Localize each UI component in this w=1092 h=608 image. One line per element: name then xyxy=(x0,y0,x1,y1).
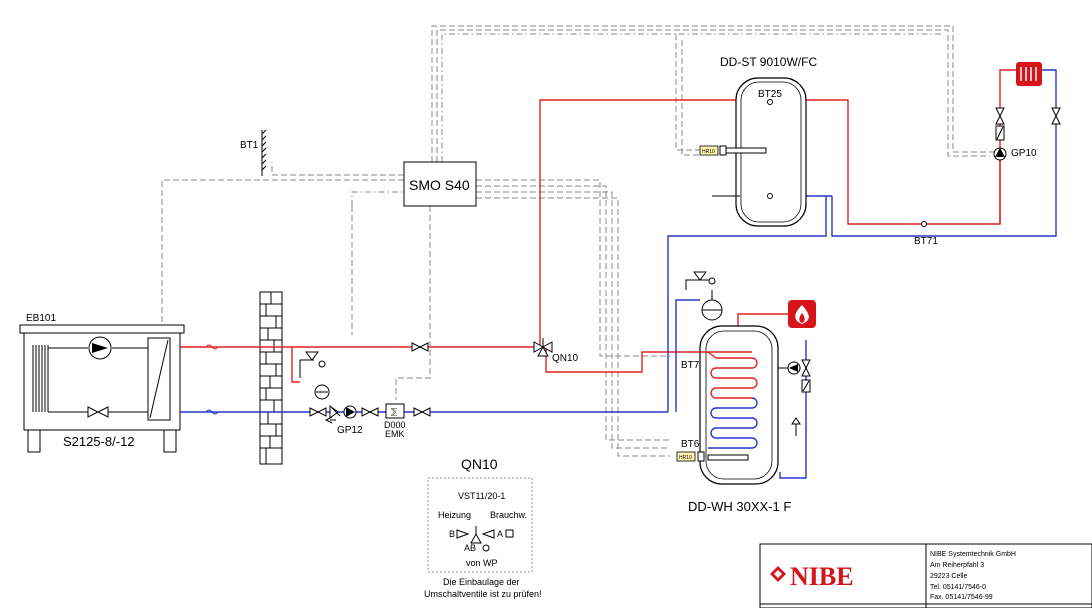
bt71-label: BT71 xyxy=(914,236,938,247)
filter-return xyxy=(329,405,341,419)
company-city: 29223 Celle xyxy=(930,573,967,580)
flame-icon xyxy=(788,300,816,328)
radiator xyxy=(1016,62,1042,86)
gp12-label: GP12 xyxy=(337,425,363,436)
heat-pump-id: EB101 xyxy=(26,313,56,324)
bt1-label: BT1 xyxy=(240,140,259,151)
legend-port-ab: AB xyxy=(464,543,476,553)
pump-gp12[interactable]: GP12 xyxy=(324,405,363,436)
legend-valve: VST11/20-1 xyxy=(458,491,505,501)
bt7-label: BT7 xyxy=(681,360,700,371)
heat-pump-model: S2125-8/-12 xyxy=(63,434,135,449)
valve-circulation xyxy=(801,359,811,393)
valve-supply-line xyxy=(411,342,429,352)
sensor-bt71: BT71 xyxy=(914,221,938,247)
legend-port-a: A xyxy=(497,529,503,539)
heat-pump[interactable]: EB101 S2125-8/-12 xyxy=(19,313,185,453)
company-fax: Fax. 05141/7546-99 xyxy=(930,594,993,601)
signal-wires xyxy=(161,25,1000,457)
company-street: Am Reiherpfahl 3 xyxy=(930,562,984,569)
legend-port-b: B xyxy=(449,529,455,539)
flex-hoses xyxy=(205,344,219,415)
legend-heating: Heizung xyxy=(438,510,471,520)
wall xyxy=(259,291,283,465)
check-valve-gp10 xyxy=(995,125,1005,141)
emk-label: EMK xyxy=(385,429,405,439)
tank-bottom-label: DD-WH 30XX-1 F xyxy=(688,499,791,514)
sensor-bt1: BT1 xyxy=(240,129,267,176)
safety-valve-dhw xyxy=(791,417,801,436)
company-name: NIBE Systemtechnik GmbH xyxy=(930,551,1016,558)
safety-group xyxy=(299,351,330,400)
valve-radiator-right xyxy=(1051,107,1061,125)
brand-name: NIBE xyxy=(790,562,854,591)
hr10-bottom-label: HR10 xyxy=(679,455,692,461)
supply-pipes xyxy=(180,69,1016,383)
smo-controller-label: SMO S40 xyxy=(409,177,470,193)
legend-note-2: Umschaltventile ist zu prüfen! xyxy=(424,589,542,599)
svg-text:⅀: ⅀ xyxy=(391,407,398,416)
legend-note-1: Die Einbaulage der xyxy=(443,577,520,587)
valve-return-1 xyxy=(309,407,327,417)
valve-qn10[interactable]: QN10 xyxy=(533,338,579,364)
energy-meter: ⅀ D000 EMK xyxy=(384,403,406,439)
legend-title: QN10 xyxy=(461,456,498,472)
d000-label: D000 xyxy=(384,420,406,430)
qn10-label: QN10 xyxy=(552,353,579,364)
buffer-tank-top[interactable]: DD-ST 9010W/FC BT25 HR10 xyxy=(699,55,817,227)
pump-gp10[interactable]: GP10 xyxy=(993,147,1037,161)
nibe-logo: NIBE xyxy=(770,562,854,591)
hr10-top-label: HR10 xyxy=(702,149,715,155)
legend-from-hp: von WP xyxy=(466,558,498,568)
company-tel: Tel. 05141/7546-0 xyxy=(930,584,986,591)
gp10-label: GP10 xyxy=(1011,148,1037,159)
bt6-label: BT6 xyxy=(681,439,700,450)
valve-return-2 xyxy=(361,407,379,417)
qn10-legend: QN10 VST11/20-1 Heizung Brauchw. B A AB … xyxy=(424,456,542,599)
expansion-vessel xyxy=(685,271,723,321)
valve-return-3 xyxy=(413,407,431,417)
dhw-tank[interactable]: DD-WH 30XX-1 F BT7 BT6 HR10 xyxy=(676,325,791,514)
pump-circulation xyxy=(778,361,801,375)
smo-controller[interactable]: SMO S40 xyxy=(403,161,477,207)
title-block: NIBE NIBE Systemtechnik GmbH Am Reiherpf… xyxy=(759,543,1092,608)
tank-top-label: DD-ST 9010W/FC xyxy=(720,55,817,69)
legend-dhw: Brauchw. xyxy=(490,510,527,520)
bt25-label: BT25 xyxy=(758,89,782,100)
valve-radiator-left xyxy=(995,107,1005,125)
